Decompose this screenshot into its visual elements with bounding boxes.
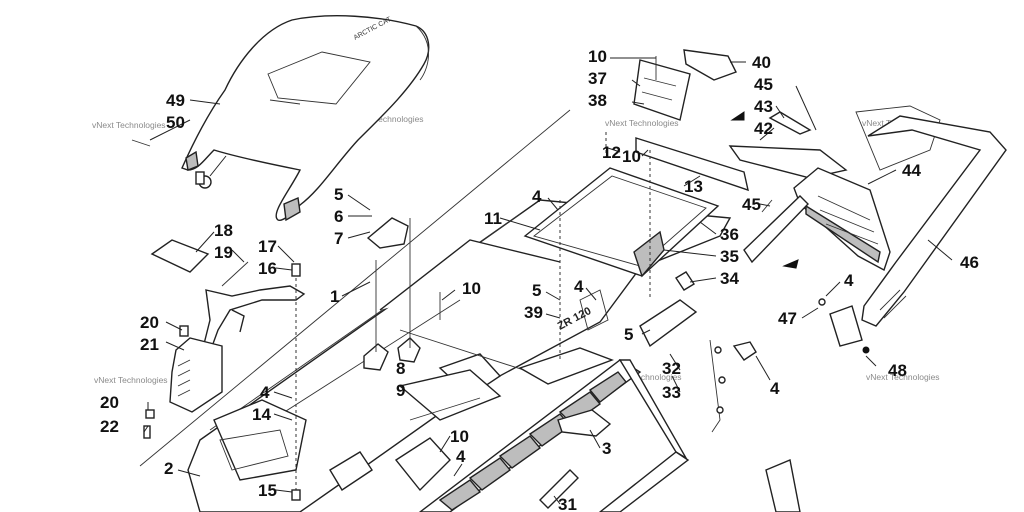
watermark-1: vNext Technologies: [92, 120, 166, 130]
callout-3: 3: [602, 439, 611, 458]
left-bracket-parts: [143, 239, 306, 439]
callout-10b: 10: [450, 427, 469, 446]
callout-10d: 10: [588, 47, 607, 66]
callout-1: 1: [330, 287, 339, 306]
watermark-8: vNext Technologies: [866, 372, 940, 382]
callout-17: 17: [258, 237, 277, 256]
callout-35: 34: [720, 269, 739, 288]
tunnel: [139, 109, 732, 512]
flaps: [363, 217, 421, 371]
callout-14: 14: [252, 405, 271, 424]
callout-46: 47: [778, 309, 797, 328]
callout-37: 36: [720, 225, 739, 244]
callout-4c: 4: [574, 277, 584, 296]
callout-16: 16: [258, 259, 277, 278]
callout-44a: 45: [754, 75, 773, 94]
callout-10c: 10: [622, 147, 641, 166]
callout-20b: 20: [100, 393, 119, 412]
callout-18: 18: [214, 221, 233, 240]
callout-4b: 4: [532, 187, 542, 206]
callout-11: 11: [484, 209, 502, 228]
leader-lines: [143, 57, 953, 505]
callout-21: 21: [140, 335, 159, 354]
watermark-7: vNext Technologies: [608, 372, 682, 382]
callout-10a: 10: [462, 279, 481, 298]
callout-39: 38: [588, 91, 607, 110]
callout-44b: 45: [742, 195, 761, 214]
callout-22: 22: [100, 417, 119, 436]
callout-8: 8: [396, 359, 405, 378]
callout-5b: 5: [532, 281, 541, 300]
callout-49: 50: [166, 113, 185, 132]
callout-47: 48: [888, 361, 907, 380]
callout-48: 49: [166, 91, 185, 110]
callout-5a: 5: [334, 185, 343, 204]
callout-45: 46: [960, 253, 979, 272]
callout-4f: 4: [844, 271, 854, 290]
callout-31: 31: [558, 495, 577, 512]
callout-5c: 5: [624, 325, 633, 344]
watermark-2: vNext Technologies: [350, 114, 424, 124]
callout-19: 19: [214, 243, 233, 262]
watermark-5: vNext Technologies: [94, 375, 168, 385]
callout-36: 35: [720, 247, 739, 266]
callout-numbers: 49 50 5 6 7 1 18 19 17 16 20 21 20 22 4 …: [100, 47, 979, 512]
callout-6: 6: [334, 207, 343, 226]
callout-15: 15: [258, 481, 277, 500]
callout-4e: 4: [770, 379, 780, 398]
rails: ZR 120: [418, 289, 801, 512]
callout-4a: 4: [260, 383, 270, 402]
callout-4d: 4: [456, 447, 466, 466]
callout-33: 33: [662, 383, 681, 402]
callout-38: 37: [588, 69, 607, 88]
callout-40: 40: [752, 53, 771, 72]
callout-32: 32: [662, 359, 681, 378]
callout-41: 42: [754, 119, 773, 138]
fasteners: [131, 56, 773, 501]
callout-9: 9: [396, 381, 405, 400]
callout-34: 39: [524, 303, 543, 322]
callout-7: 7: [334, 229, 343, 248]
callout-12: 12: [602, 143, 621, 162]
seat: ARCTIC CAT: [181, 15, 430, 222]
watermark-3: vNext Technologies: [605, 118, 679, 128]
callout-13: 13: [684, 177, 703, 196]
callout-43: 44: [902, 161, 921, 180]
callout-20a: 20: [140, 313, 159, 332]
rear-assembly: [633, 49, 1007, 354]
callout-42: 43: [754, 97, 773, 116]
callout-2: 2: [164, 459, 173, 478]
